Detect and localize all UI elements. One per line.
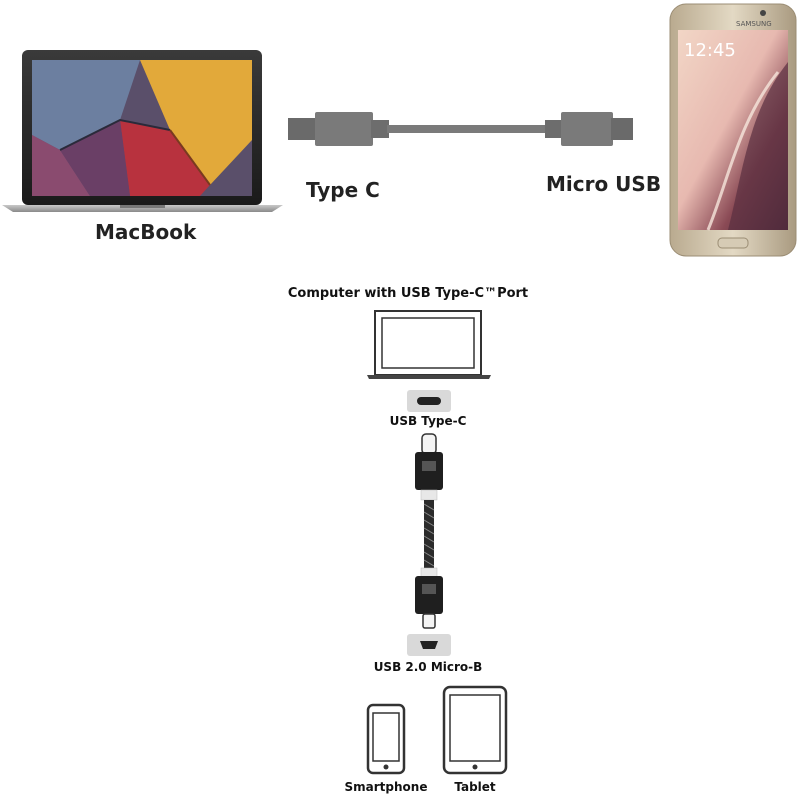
tablet-label: Tablet (454, 780, 496, 794)
type-c-port (407, 390, 451, 412)
usb-micro-b-label: USB 2.0 Micro-B (373, 660, 483, 674)
tablet-icon (442, 685, 508, 775)
micro-usb-label: Micro USB (546, 172, 662, 196)
type-c-plug (288, 118, 318, 140)
smartphone-device (366, 703, 406, 775)
laptop-icon (2, 50, 283, 212)
cable-illustration (285, 108, 640, 153)
micro-b-port-icon (407, 634, 451, 656)
type-c-port-icon (407, 390, 451, 412)
usb-cable-icon (415, 433, 443, 629)
cable-wire (387, 125, 547, 133)
phone-illustration: SAMSUNG 12:45 (668, 2, 798, 258)
micro-b-port (407, 634, 451, 656)
usb-type-c-label: USB Type-C (389, 414, 467, 428)
micro-usb-plug (611, 118, 633, 140)
phone-brand-text: SAMSUNG (736, 20, 772, 28)
smartphone-icon (366, 703, 406, 775)
macbook-label: MacBook (95, 220, 197, 244)
laptop-outline-icon (367, 310, 491, 379)
phone-time-text: 12:45 (684, 40, 736, 61)
usb-cable-vertical (405, 432, 453, 632)
diagram-title: Computer with USB Type-C™Port (287, 286, 529, 301)
tablet-device (442, 685, 508, 775)
computer-line-art (365, 308, 493, 383)
macbook-illustration (0, 40, 285, 215)
type-c-label: Type C (306, 178, 380, 202)
smartphone-photo-icon: SAMSUNG 12:45 (669, 3, 797, 257)
smartphone-label: Smartphone (344, 780, 428, 794)
